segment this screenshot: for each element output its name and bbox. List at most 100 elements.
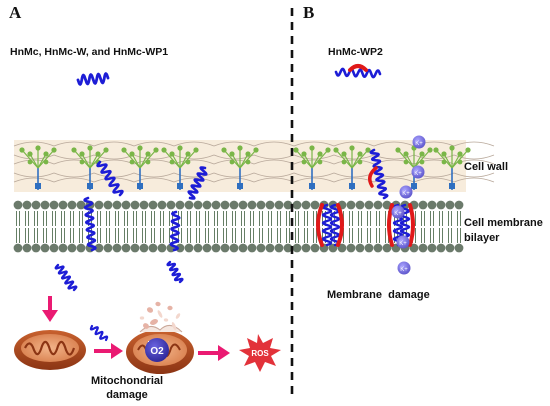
lipid-head (247, 243, 257, 253)
glycan-node (403, 151, 409, 157)
glycan-core (87, 183, 93, 189)
lipid-head (139, 200, 149, 210)
glycan-branch (451, 149, 469, 169)
glycan-core (449, 183, 455, 189)
lipid-head (22, 243, 32, 253)
lipid-head (364, 200, 374, 210)
peptide-helix (96, 160, 124, 197)
lipid-head (67, 200, 77, 210)
lipid-head (355, 200, 365, 210)
lipid-head (130, 200, 140, 210)
debris-fragment (171, 322, 177, 330)
glycan-node (129, 151, 135, 157)
lipid-head (211, 243, 221, 253)
panel-a-letter: A (9, 3, 22, 22)
glycan-node (457, 159, 463, 165)
glycan-node (357, 159, 363, 165)
lipid-head (454, 200, 464, 210)
lipid-head (346, 243, 356, 253)
glycan-node (341, 151, 347, 157)
potassium-ion-label: K+ (415, 141, 423, 147)
lipid-head (292, 243, 302, 253)
lipid-head (184, 200, 194, 210)
glycan-node (427, 147, 433, 153)
potassium-ion (412, 135, 426, 149)
glycan-node (317, 159, 323, 165)
peptide-helix (334, 67, 382, 79)
lipid-head (292, 200, 302, 210)
lipid-head (157, 200, 167, 210)
lipid-head (139, 243, 149, 253)
superoxide-radical-dot: · (147, 336, 150, 346)
mitochondrion-intact (14, 330, 86, 370)
lipid-head (49, 243, 59, 253)
glycan-branch (231, 153, 241, 169)
lipid-head (121, 243, 131, 253)
glycan-branch (397, 149, 415, 169)
glycan-node (333, 147, 339, 153)
glycan-node (317, 151, 323, 157)
glycan-node (449, 145, 455, 151)
glycan-node (145, 151, 151, 157)
glycan-core (177, 183, 183, 189)
lipid-head (202, 200, 212, 210)
glycan-branch (443, 153, 453, 169)
glycan-branch (163, 149, 181, 169)
ros-label: ROS (251, 349, 269, 358)
glycan-node (129, 159, 135, 165)
glycan-core (237, 183, 243, 189)
glycan-node (395, 147, 401, 153)
glycan-core (137, 183, 143, 189)
wall-peptide-accent (368, 166, 378, 188)
debris-fragment (175, 313, 181, 319)
glycan-branch (239, 149, 257, 169)
glycan-core (411, 183, 417, 189)
lipid-head (427, 243, 437, 253)
membrane-pore-left (316, 203, 344, 247)
mito-damage-label-1: Mitochondrial (90, 375, 164, 387)
peptide-helix (54, 263, 78, 292)
glycan-node (403, 159, 409, 165)
lipid-head (418, 200, 428, 210)
glycan-node (245, 159, 251, 165)
peptide-helix (89, 324, 109, 342)
glycan-node (169, 159, 175, 165)
lipid-head (130, 243, 140, 253)
potassium-ion-label: K+ (414, 171, 422, 177)
lipid-head (193, 243, 203, 253)
lipid-head (40, 200, 50, 210)
glycan-node (145, 159, 151, 165)
glycan-branch (89, 149, 107, 169)
potassium-ion (411, 165, 425, 179)
cell-membrane-label: Cell membrane (464, 217, 543, 229)
lipid-head (175, 243, 185, 253)
glycan-node (229, 159, 235, 165)
potassium-ion-label: K+ (399, 241, 407, 247)
lipid-head (436, 200, 446, 210)
membrane-damage-label: Membrane damage (327, 289, 430, 301)
lipid-head (220, 243, 230, 253)
lipid-head (265, 243, 275, 253)
lipid-head (94, 243, 104, 253)
glycan-node (51, 147, 57, 153)
glycan-node (87, 145, 93, 151)
lipid-head (121, 200, 131, 210)
lipid-head (175, 200, 185, 210)
lipid-head (382, 243, 392, 253)
glycan-node (185, 151, 191, 157)
lipid-head (364, 243, 374, 253)
glycan-node (465, 147, 471, 153)
lipid-head (148, 200, 158, 210)
glycan-branch (29, 153, 39, 169)
lipid-head (238, 243, 248, 253)
lipid-head (31, 200, 41, 210)
bilayer-label: bilayer (464, 232, 500, 244)
glycan-branch (123, 149, 141, 169)
glycan-node (293, 147, 299, 153)
peptide-helix (169, 210, 181, 252)
glycan-node (95, 151, 101, 157)
lipid-head (220, 200, 230, 210)
lipid-head (382, 200, 392, 210)
potassium-ion (397, 261, 411, 275)
glycan-core (309, 183, 315, 189)
